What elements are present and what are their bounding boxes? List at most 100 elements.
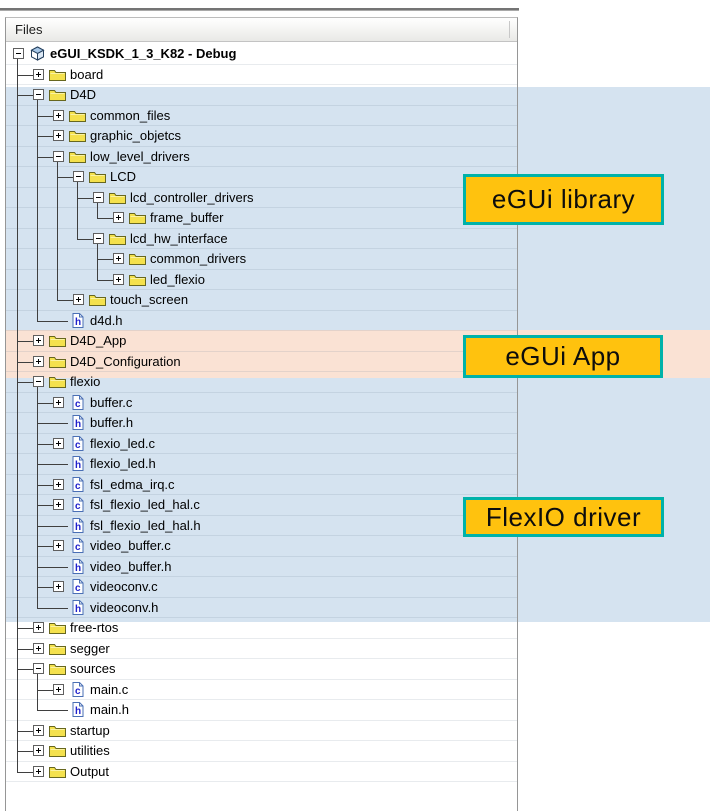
- tree-row[interactable]: graphic_objetcs: [6, 125, 517, 147]
- tree-connector: [48, 166, 73, 187]
- tree-row[interactable]: D4D: [6, 84, 517, 106]
- files-column-title: Files: [15, 22, 43, 37]
- collapse-minus-icon[interactable]: [52, 150, 64, 162]
- tree-connector: [8, 555, 28, 577]
- files-column-header[interactable]: Files: [6, 18, 517, 42]
- expand-plus-icon[interactable]: [52, 396, 64, 408]
- tree-row[interactable]: common_drivers: [6, 248, 517, 270]
- tree-row[interactable]: lcd_hw_interface: [6, 227, 517, 249]
- expand-plus-icon[interactable]: [32, 724, 44, 736]
- expand-plus-icon[interactable]: [72, 294, 84, 306]
- tree-connector: [8, 453, 28, 474]
- tree-connector: [8, 432, 28, 454]
- folder-icon: [48, 353, 67, 369]
- tree-row[interactable]: sources: [6, 658, 517, 680]
- expand-plus-icon[interactable]: [52, 478, 64, 490]
- svg-text:h: h: [75, 522, 81, 533]
- tree-row[interactable]: lcd_controller_drivers: [6, 186, 517, 208]
- collapse-minus-icon[interactable]: [92, 191, 104, 203]
- collapse-minus-icon[interactable]: [32, 663, 44, 675]
- expand-plus-icon[interactable]: [32, 68, 44, 80]
- svg-text:h: h: [75, 563, 81, 574]
- expand-plus-icon[interactable]: [32, 765, 44, 777]
- tree-row[interactable]: D4D_App: [6, 330, 517, 352]
- tree-connector: [28, 576, 53, 597]
- tree-row[interactable]: eGUI_KSDK_1_3_K82 - Debug: [6, 44, 517, 65]
- tree-gutter: [48, 516, 68, 536]
- expand-plus-icon[interactable]: [52, 109, 64, 121]
- expand-plus-icon[interactable]: [32, 622, 44, 634]
- tree-gutter: [28, 618, 48, 638]
- tree-row[interactable]: frame_buffer: [6, 207, 517, 229]
- tree-row[interactable]: startup: [6, 719, 517, 741]
- tree-row[interactable]: free-rtos: [6, 617, 517, 639]
- tree-item-label: videoconv.c: [90, 579, 158, 595]
- tree-gutter: [48, 311, 68, 331]
- tree-connector: [8, 227, 28, 249]
- tree-item-label: D4D_App: [70, 333, 127, 349]
- collapse-minus-icon[interactable]: [32, 89, 44, 101]
- expand-plus-icon[interactable]: [112, 273, 124, 285]
- expand-plus-icon[interactable]: [32, 642, 44, 654]
- tree-gutter: [48, 557, 68, 577]
- tree-item-label: buffer.c: [90, 394, 133, 410]
- tree-gutter: [108, 208, 128, 228]
- expand-plus-icon[interactable]: [32, 335, 44, 347]
- c-file-icon: c: [68, 681, 87, 697]
- tree-row[interactable]: LCD: [6, 166, 517, 188]
- svg-text:c: c: [75, 686, 81, 697]
- tree-item-label: low_level_drivers: [90, 148, 190, 164]
- expand-plus-icon[interactable]: [52, 437, 64, 449]
- tree-row[interactable]: common_files: [6, 104, 517, 126]
- expand-plus-icon[interactable]: [112, 253, 124, 265]
- tree-gutter: [28, 721, 48, 741]
- tree-connector: [48, 186, 68, 208]
- expand-plus-icon[interactable]: [52, 581, 64, 593]
- tree-row[interactable]: D4D_Configuration: [6, 350, 517, 372]
- collapse-minus-icon[interactable]: [12, 48, 24, 60]
- tree-connector: [8, 658, 33, 679]
- callout-flexio-driver: FlexIO driver: [463, 497, 664, 537]
- tree-gutter: [108, 270, 128, 290]
- expand-plus-icon[interactable]: [32, 745, 44, 757]
- expand-plus-icon[interactable]: [52, 130, 64, 142]
- collapse-minus-icon[interactable]: [92, 232, 104, 244]
- expand-plus-icon[interactable]: [32, 355, 44, 367]
- tree-connector: [68, 249, 88, 269]
- tree-row[interactable]: segger: [6, 637, 517, 659]
- collapse-minus-icon[interactable]: [72, 171, 84, 183]
- tree-row[interactable]: board: [6, 63, 517, 85]
- tree-row[interactable]: utilities: [6, 740, 517, 762]
- tree-gutter: [28, 65, 48, 85]
- expand-plus-icon[interactable]: [52, 540, 64, 552]
- tree-row[interactable]: flexio: [6, 371, 517, 393]
- collapse-minus-icon[interactable]: [32, 376, 44, 388]
- tree-row[interactable]: low_level_drivers: [6, 145, 517, 167]
- expand-plus-icon[interactable]: [112, 212, 124, 224]
- tree-connector: [8, 412, 28, 433]
- expand-plus-icon[interactable]: [52, 499, 64, 511]
- h-file-icon: h: [68, 599, 87, 615]
- tree-row[interactable]: touch_screen: [6, 289, 517, 311]
- tree-row[interactable]: Output: [6, 760, 517, 782]
- tree-row[interactable]: led_flexio: [6, 268, 517, 290]
- expand-plus-icon[interactable]: [52, 683, 64, 695]
- tree-connector: [28, 289, 48, 310]
